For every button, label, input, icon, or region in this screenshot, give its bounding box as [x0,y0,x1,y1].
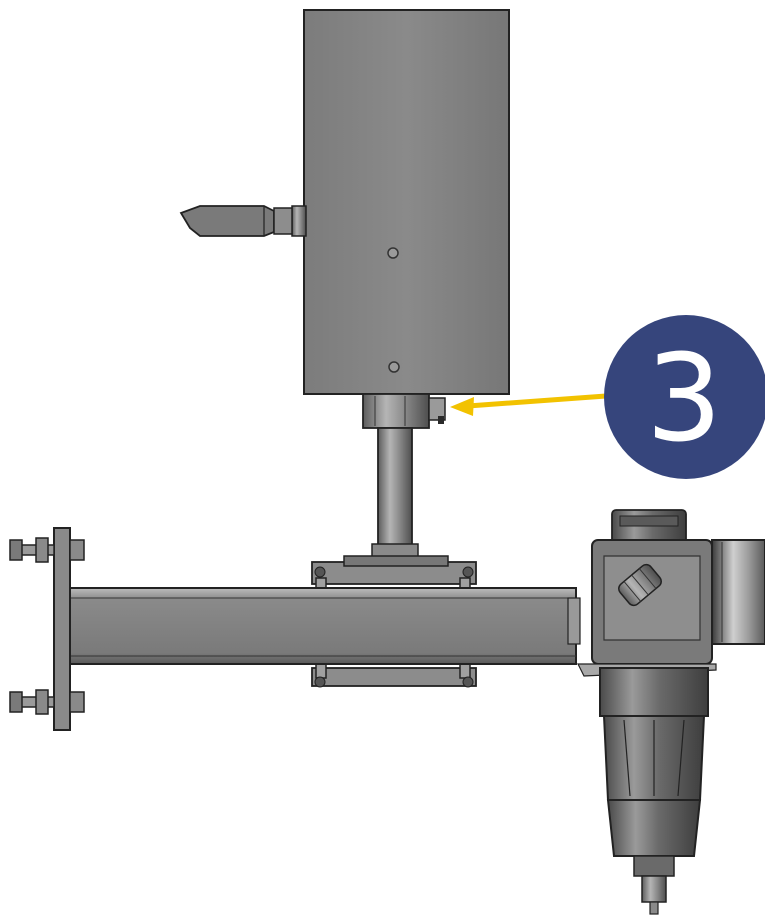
callout-badge: 3 [604,315,765,479]
callout-arrow [450,393,609,416]
housing-hole-upper [387,247,399,259]
horizontal-beam [69,587,581,665]
bolt-upper [9,537,85,563]
vertical-shaft [371,427,419,559]
housing-hole-lower [388,361,400,373]
bottom-fitting [362,393,446,429]
side-nozzle [179,205,307,237]
callout-number: 3 [646,330,722,469]
end-flange [9,527,85,731]
regulator-knob [618,563,662,607]
clamp-plate [311,555,477,688]
housing-box [303,9,510,395]
filter-regulator [577,509,765,915]
filter-bowl [599,667,709,915]
bolt-lower [9,689,85,715]
pressure-gauge [711,539,765,645]
